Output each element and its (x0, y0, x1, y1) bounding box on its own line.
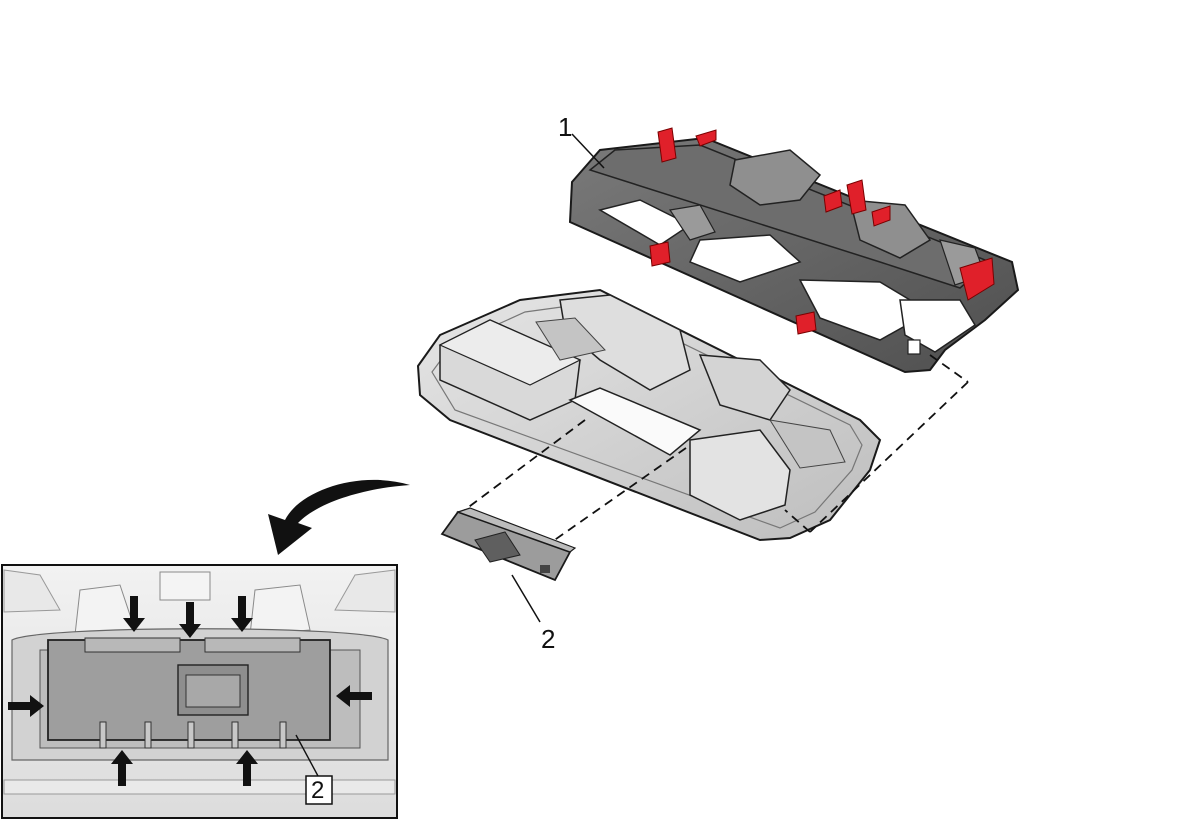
console-housing (416, 288, 882, 542)
clip-8 (795, 311, 817, 335)
callout-label-1: 1 (558, 112, 572, 142)
clip-7 (959, 257, 995, 301)
bracket-part (568, 136, 1020, 374)
callout-2: 2 (511, 574, 555, 654)
clip-2 (695, 129, 717, 147)
arrow-icon (123, 596, 145, 632)
arrow-icon (179, 602, 201, 638)
guide-line-4 (461, 419, 586, 513)
clip-1 (657, 127, 677, 163)
clip-4 (823, 189, 843, 213)
guide-line-5 (545, 447, 687, 547)
curved-arrow-icon (268, 479, 410, 555)
arrow-icon (231, 596, 253, 632)
arrow-icon (336, 685, 372, 707)
callout-label-2: 2 (541, 624, 555, 654)
detail-view (1, 564, 398, 819)
clip-highlights (649, 127, 995, 335)
detail-callout-label: 2 (311, 777, 324, 804)
arrow-icon (236, 750, 258, 786)
clip-3 (846, 179, 867, 215)
arrow-icon (111, 750, 133, 786)
guide-line-1 (929, 354, 969, 383)
arrow-icon (8, 695, 44, 717)
connector-pin (540, 565, 550, 573)
assembly-guide-lines (461, 354, 969, 547)
guide-line-2 (809, 381, 969, 533)
clip-6 (649, 241, 671, 267)
detail-callout-2: 2 (295, 734, 333, 805)
callout-1: 1 (558, 112, 605, 169)
guide-line-3 (784, 509, 811, 533)
switch-module-part (440, 507, 577, 582)
clip-5 (871, 205, 891, 227)
release-arrows (8, 596, 372, 786)
